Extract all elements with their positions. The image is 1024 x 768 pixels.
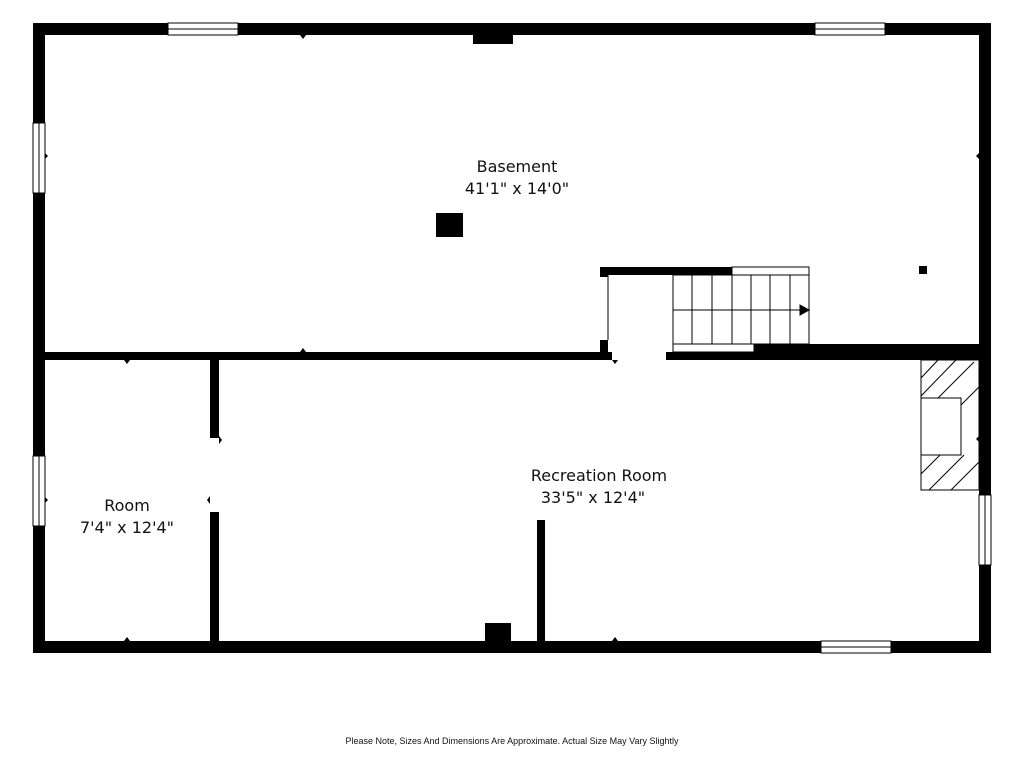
post-small (919, 266, 927, 274)
column-basement (436, 213, 463, 237)
basement-dimensions: 41'1" x 14'0" (465, 179, 569, 198)
fireplace (920, 359, 980, 491)
wall-top (33, 23, 991, 35)
stair-arrow-icon (799, 304, 811, 316)
room-label: Room (104, 496, 150, 515)
recreation-room-dimensions: 33'5" x 12'4" (541, 488, 645, 507)
recreation-room-label: Recreation Room (531, 466, 667, 485)
fireplace-hearth (920, 397, 962, 456)
stair-bottom-step (672, 343, 755, 353)
exterior-walls (33, 23, 991, 653)
wall-stair-left-top (600, 267, 608, 277)
wall-stair-thick (754, 344, 979, 360)
stair-top-landing (731, 266, 810, 276)
wall-room-upper (210, 360, 219, 438)
wall-left (33, 23, 45, 653)
wall-stair-top (600, 267, 732, 275)
wall-room-lower (210, 512, 219, 641)
wall-divider-left (45, 352, 612, 360)
wall-bottom (33, 641, 991, 653)
duct-top (473, 33, 513, 44)
wall-partition (537, 520, 545, 641)
windows (32, 22, 992, 654)
room-dimensions: 7'4" x 12'4" (80, 518, 174, 537)
wall-stair-left-bottom (600, 340, 608, 356)
wall-markers (45, 35, 979, 641)
interior-walls (45, 267, 979, 641)
staircase (672, 266, 811, 353)
disclaimer-note: Please Note, Sizes And Dimensions Are Ap… (345, 736, 679, 746)
columns (436, 33, 927, 643)
basement-label: Basement (477, 157, 558, 176)
duct-bottom (485, 623, 511, 643)
